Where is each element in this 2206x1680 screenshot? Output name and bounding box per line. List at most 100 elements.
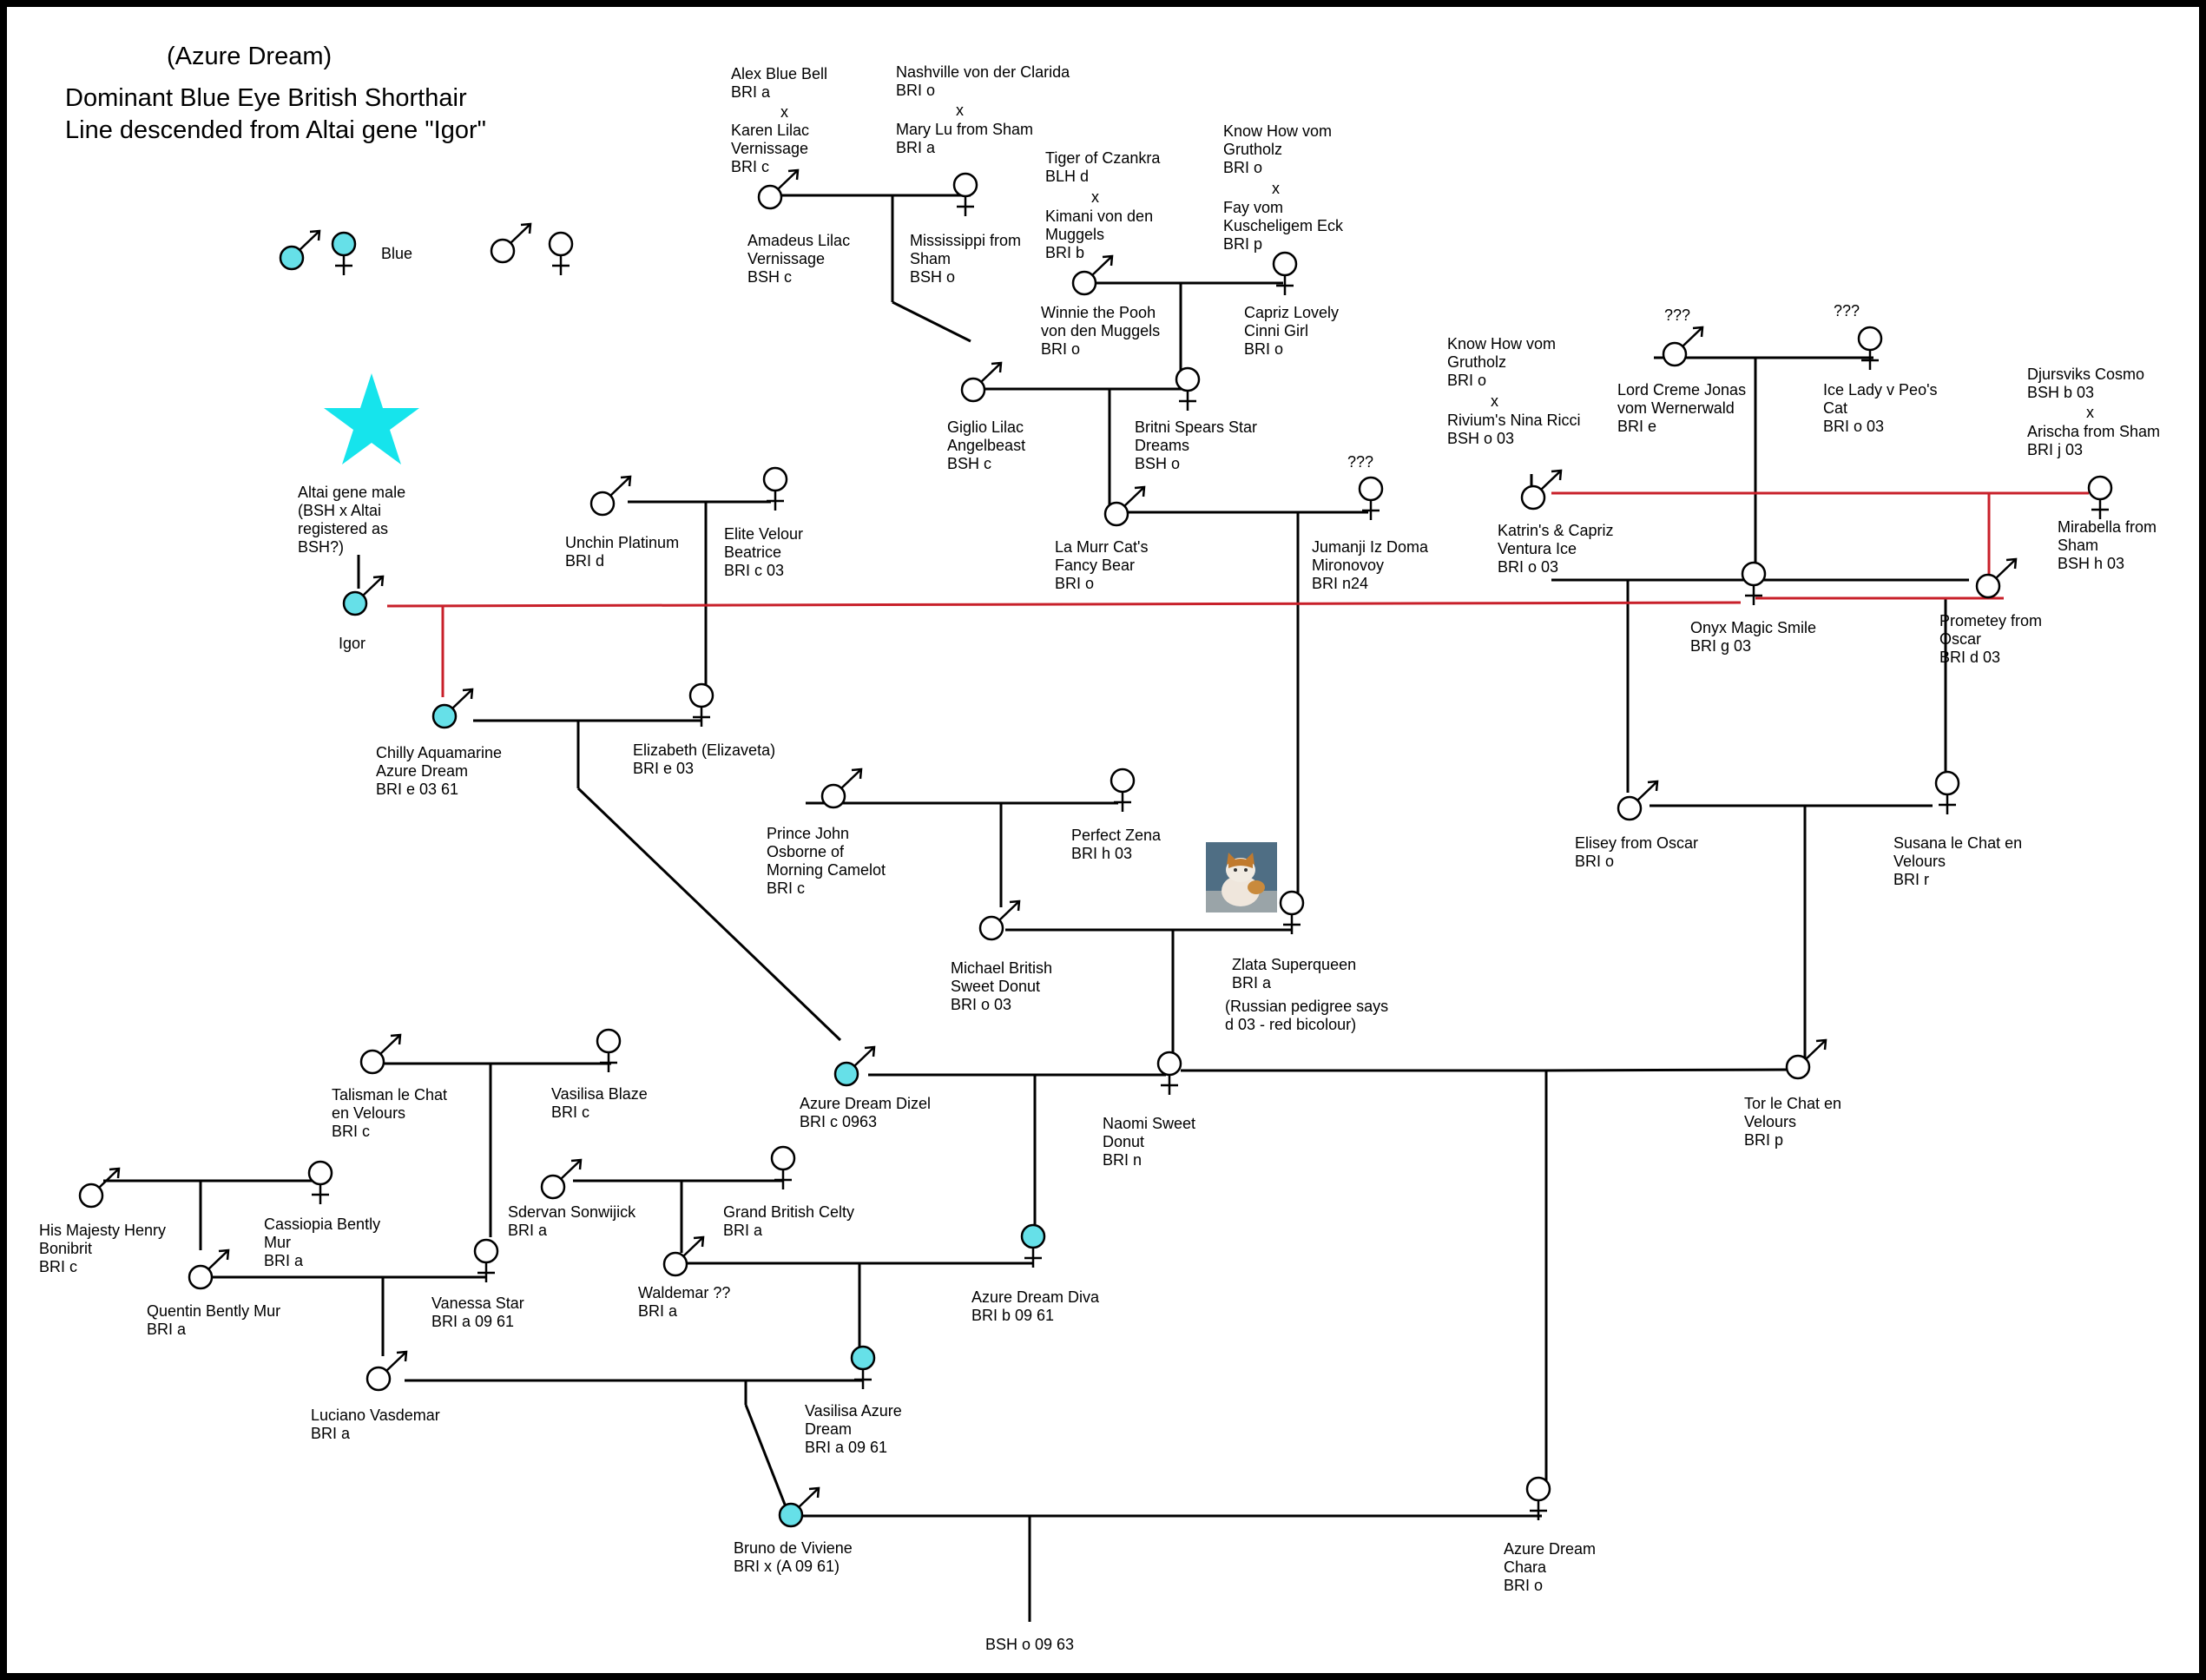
cat-label-katrin: Katrin's & Capriz Ventura Ice BRI o 03 (1498, 522, 1614, 576)
cross-mark: x (1091, 188, 1099, 206)
male-symbol-icon (1520, 469, 1563, 511)
cat-photo-image (1206, 842, 1277, 912)
female-symbol-icon (1156, 1051, 1182, 1095)
cat-label-amadeus: Amadeus Lilac Vernissage BSH c (747, 232, 851, 286)
cross-mark: x (1491, 392, 1498, 410)
female-symbol-icon (1358, 476, 1384, 520)
cat-label-kimani: Kimani von den Muggels BRI b (1045, 208, 1154, 261)
cat-label-michael: Michael British Sweet Donut BRI o 03 (951, 959, 1053, 1013)
male-symbol-icon (757, 168, 800, 210)
female-symbol-icon (1525, 1476, 1551, 1520)
cat-label-bruno: Bruno de Viviene BRI x (A 09 61) (734, 1539, 853, 1575)
cat-photo (1206, 842, 1277, 912)
cat-label-jumanji: Jumanji Iz Doma Mironovoy BRI n24 (1312, 538, 1429, 592)
cat-label-cassiopia: Cassiopia Bently Mur BRI a (264, 1216, 381, 1269)
connector-line (1543, 1068, 1791, 1072)
female-symbol-icon (331, 231, 357, 275)
title-azure-dream: (Azure Dream) (167, 43, 333, 70)
male-symbol-icon (78, 1167, 121, 1209)
male-symbol-icon (342, 575, 385, 616)
cat-label-giglio: Giglio Lilac Angelbeast BSH c (947, 418, 1026, 472)
cat-label-bsh-o-0963: BSH o 09 63 (985, 1636, 1075, 1653)
cat-label-vasilisa-blaze: Vasilisa Blaze BRI c (551, 1085, 648, 1121)
cat-label-arischa: Arischa from Sham BRI j 03 (2027, 423, 2161, 458)
male-symbol-icon (1103, 485, 1146, 527)
cat-label-unchin: Unchin Platinum BRI d (565, 534, 680, 570)
male-symbol-icon (833, 1045, 876, 1087)
title-sub: Line descended from Altai gene "Igor" (65, 116, 486, 144)
male-symbol-icon (188, 1248, 230, 1290)
male-symbol-icon (662, 1235, 705, 1277)
cat-label-tiger: Tiger of Czankra BLH d (1045, 149, 1161, 185)
cat-label-alex-blue-bell: Alex Blue Bell BRI a (731, 65, 828, 101)
female-symbol-icon (2087, 475, 2113, 519)
female-symbol-icon (762, 466, 788, 511)
pedigree-sheet: (Azure Dream) Dominant Blue Eye British … (7, 7, 2199, 1673)
cat-label-elite-velour: Elite Velour Beatrice BRI c 03 (724, 525, 804, 579)
male-symbol-icon (365, 1350, 408, 1392)
male-symbol-icon (1785, 1038, 1827, 1080)
cat-label-naomi: Naomi Sweet Donut BRI n (1103, 1115, 1196, 1169)
cat-label-elisey: Elisey from Oscar BRI o (1575, 834, 1699, 870)
cat-label-mississippi: Mississippi from Sham BSH o (910, 232, 1022, 286)
male-symbol-icon (359, 1033, 402, 1075)
cat-label-know-how-1: Know How vom Grutholz BRI o (1223, 122, 1333, 176)
cat-label-quentin: Quentin Bently Mur BRI a (147, 1302, 281, 1338)
cat-label-fay: Fay vom Kuscheligem Eck BRI p (1223, 199, 1344, 253)
cat-label-mary-lu: Mary Lu from Sham BRI a (896, 121, 1034, 156)
connector-line (744, 1404, 790, 1514)
male-symbol-icon (490, 222, 532, 264)
cat-label-karen-lilac: Karen Lilac Vernissage BRI c (731, 122, 810, 175)
cat-label-prometey: Prometey from Oscar BRI d 03 (1939, 612, 2043, 666)
male-symbol-icon (589, 475, 632, 517)
cat-label-winnie: Winnie the Pooh von den Muggels BRI o (1041, 304, 1161, 358)
female-symbol-icon (1279, 890, 1305, 934)
cat-label-perfect-zena: Perfect Zena BRI h 03 (1071, 827, 1162, 862)
cat-label-henry: His Majesty Henry Bonibrit BRI c (39, 1222, 167, 1275)
cat-label-tor: Tor le Chat en Velours BRI p (1744, 1095, 1842, 1149)
cat-label-elizabeth: Elizabeth (Elizaveta) BRI e 03 (633, 741, 776, 777)
zlata-pedigree-note: (Russian pedigree says d 03 - red bicolo… (1225, 998, 1389, 1033)
cat-label-nashville: Nashville von der Clarida BRI o (896, 63, 1070, 99)
cat-label-waldemar: Waldemar ?? BRI a (638, 1284, 731, 1320)
female-symbol-icon (307, 1160, 333, 1204)
pedigree-chart (78, 168, 2113, 1622)
cat-label-capriz-lovely: Capriz Lovely Cinni Girl BRI o (1244, 304, 1340, 358)
female-symbol-icon (1857, 326, 1883, 370)
cross-mark: x (2086, 404, 2094, 421)
female-symbol-icon (770, 1145, 796, 1189)
star-icon (324, 373, 419, 464)
female-symbol-icon (548, 231, 574, 275)
cat-label-sdervan: Sdervan Sonwijick BRI a (508, 1203, 636, 1239)
cat-label-azure-dream-diva: Azure Dream Diva BRI b 09 61 (971, 1288, 1100, 1324)
male-symbol-icon (778, 1486, 820, 1528)
male-symbol-icon (1975, 557, 2018, 599)
female-symbol-icon (1110, 768, 1136, 812)
female-symbol-icon (1272, 251, 1298, 295)
female-symbol-icon (1020, 1223, 1046, 1268)
female-symbol-icon (1741, 561, 1767, 605)
cat-label-talisman: Talisman le Chat en Velours BRI c (332, 1086, 448, 1140)
cat-label-altai: Altai gene male (BSH x Altai registered … (298, 484, 406, 556)
cat-label-djursviks: Djursviks Cosmo BSH b 03 (2027, 366, 2145, 401)
cross-mark: x (1272, 180, 1280, 197)
connector-line (892, 300, 971, 343)
female-symbol-icon (688, 682, 714, 727)
male-symbol-icon (1662, 326, 1704, 367)
female-symbol-icon (473, 1238, 499, 1282)
red-connector-lines (386, 491, 2089, 697)
cat-label-chilly: Chilly Aquamarine Azure Dream BRI e 03 6… (376, 744, 503, 798)
unknown-label: ??? (1664, 306, 1691, 324)
connector-line (576, 787, 842, 1042)
cat-label-vasilisa-azure: Vasilisa Azure Dream BRI a 09 61 (805, 1402, 902, 1456)
cat-label-igor: Igor (339, 635, 366, 652)
cross-mark: x (780, 103, 788, 121)
title-main: Dominant Blue Eye British Shorthair (65, 84, 467, 112)
cat-label-grand-british: Grand British Celty BRI a (723, 1203, 855, 1239)
cat-label-prince-john: Prince John Osborne of Morning Camelot B… (767, 825, 886, 897)
female-symbol-icon (1175, 366, 1201, 411)
male-symbol-icon (978, 899, 1021, 941)
cat-label-azure-dream-chara: Azure Dream Chara BRI o (1504, 1540, 1597, 1594)
red-connector-line (386, 601, 1742, 608)
